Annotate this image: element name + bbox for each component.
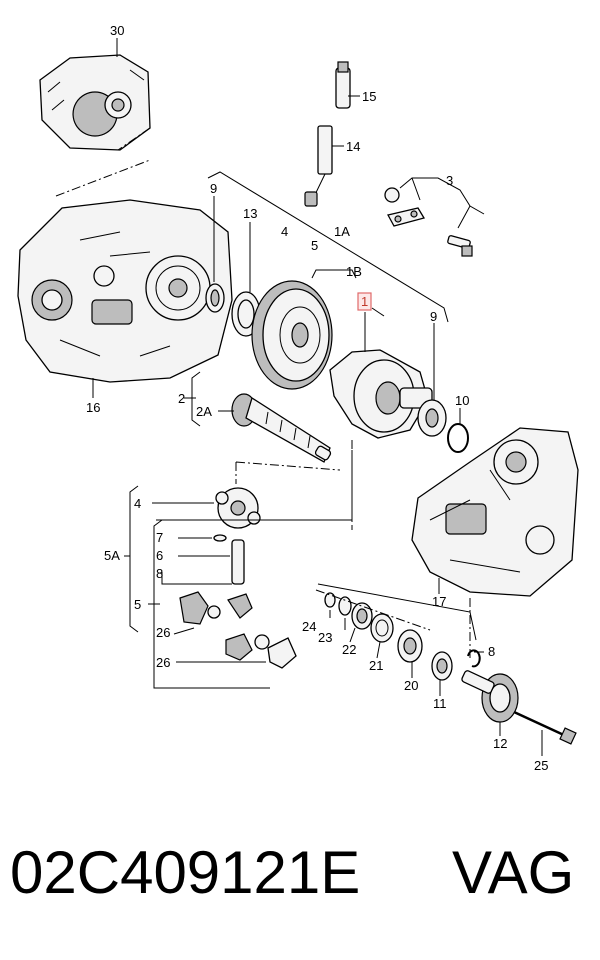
- part-number: 02C409121E: [10, 839, 361, 906]
- bracket-1-tick: [371, 307, 385, 317]
- circlip-10: [447, 423, 469, 453]
- bracket-3-leaders: [399, 177, 485, 229]
- bracket-bolts-3: [384, 187, 473, 257]
- ring-21: [370, 613, 394, 643]
- pinion-shaft-2: [231, 393, 332, 463]
- callout-17: 17: [432, 594, 446, 609]
- callout-12: 12: [493, 736, 507, 751]
- callout-5-top: 5: [311, 238, 318, 253]
- bracket-2: [184, 371, 201, 427]
- callout-11: 11: [433, 696, 447, 711]
- callout-1A: 1A: [334, 224, 350, 239]
- callout-14: 14: [346, 139, 360, 154]
- brand-name: VAG: [452, 839, 575, 906]
- gears-26: [225, 633, 297, 669]
- callout-24: 24: [302, 619, 316, 634]
- leader-8a: [161, 572, 232, 585]
- seal-20: [397, 629, 423, 663]
- callout-1: 1: [361, 294, 368, 309]
- center-line-mid: [235, 440, 353, 530]
- flange-12: [461, 670, 519, 723]
- differential-housing-1: [329, 349, 433, 439]
- bracket-5A: [124, 485, 139, 633]
- bearing-9-right: [417, 399, 447, 437]
- callout-9-left: 9: [210, 181, 217, 196]
- callout-26-second: 26: [156, 655, 170, 670]
- callout-13: 13: [243, 206, 257, 221]
- callout-7: 7: [156, 530, 163, 545]
- ring-24: [324, 592, 336, 608]
- caption: 02C409121E VAG: [0, 838, 600, 928]
- callout-30: 30: [110, 23, 124, 38]
- housing-cover-30: [39, 54, 151, 151]
- pin-7: [213, 534, 227, 542]
- bracket-1B: [311, 269, 357, 279]
- leader-22: [349, 627, 356, 643]
- callout-4-top: 4: [281, 224, 288, 239]
- callout-16: 16: [86, 400, 100, 415]
- bracket-1A: [207, 171, 449, 323]
- leader-26a: [173, 627, 195, 635]
- callout-2A: 2A: [196, 404, 212, 419]
- callout-15: 15: [362, 89, 376, 104]
- bearing-11: [431, 651, 453, 681]
- callout-20: 20: [404, 678, 418, 693]
- center-line-right: [315, 589, 471, 660]
- leader-21: [376, 641, 381, 659]
- callout-1B: 1B: [346, 264, 362, 279]
- diff-cross-4: [215, 487, 261, 529]
- callout-8-right: 8: [488, 644, 495, 659]
- callout-1-highlight: [357, 292, 372, 311]
- connector-17-shaft: [317, 583, 477, 641]
- callout-8-lower: 8: [156, 566, 163, 581]
- callout-22: 22: [342, 642, 356, 657]
- callout-5A: 5A: [104, 548, 120, 563]
- callout-23: 23: [318, 630, 332, 645]
- callout-6: 6: [156, 548, 163, 563]
- callout-21: 21: [369, 658, 383, 673]
- center-line-top: [55, 127, 151, 197]
- bearing-9-left: [205, 283, 225, 313]
- seal-22: [351, 602, 373, 630]
- transmission-housing-17: [411, 427, 579, 597]
- callout-25: 25: [534, 758, 548, 773]
- callout-2: 2: [178, 391, 185, 406]
- ring-gear: [251, 280, 333, 390]
- callout-5-lower: 5: [134, 597, 141, 612]
- callout-3: 3: [446, 173, 453, 188]
- bolt-25: [513, 710, 577, 745]
- transmission-housing-16: [17, 199, 233, 383]
- gears-5: [179, 591, 253, 625]
- bracket-inner: [148, 519, 270, 689]
- callout-26-first: 26: [156, 625, 170, 640]
- shaft-15-14: [304, 61, 351, 207]
- callout-9-right: 9: [430, 309, 437, 324]
- callout-4-lower: 4: [134, 496, 141, 511]
- callout-10: 10: [455, 393, 469, 408]
- shaft-6: [231, 539, 245, 585]
